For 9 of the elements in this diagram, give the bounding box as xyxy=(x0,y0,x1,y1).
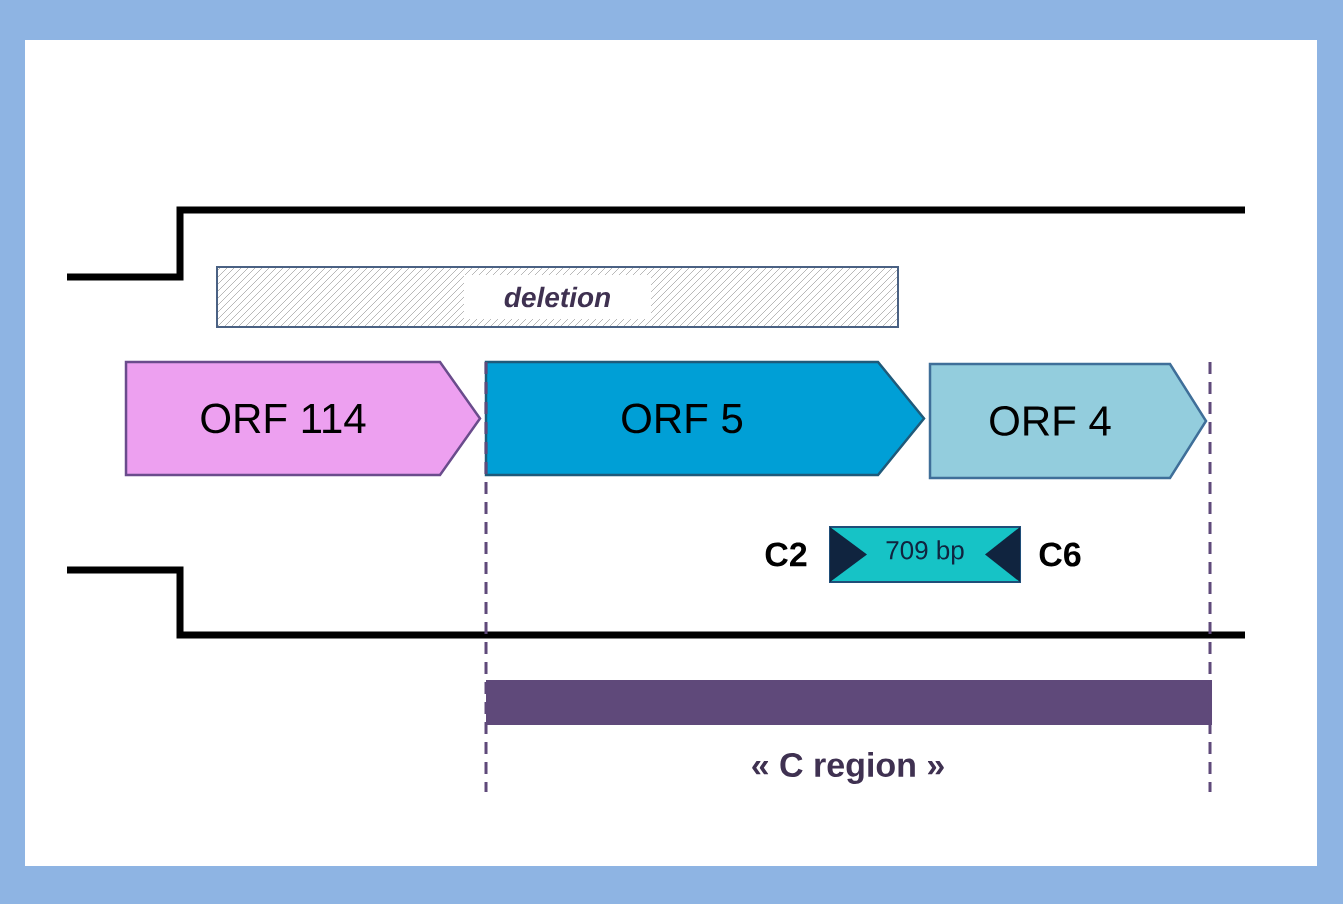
primer-label: C2 xyxy=(765,542,807,567)
primer-label: C6 xyxy=(1039,542,1081,567)
region-bar: « C region » xyxy=(486,680,1212,784)
gene-box: ORF 5 xyxy=(484,360,926,477)
deletion-box: deletion xyxy=(216,266,899,328)
gene-box: ORF 114 xyxy=(124,360,482,477)
node-label: « C region » xyxy=(752,752,944,784)
gene-box: ORF 4 xyxy=(928,362,1208,480)
amplicon-box: 709 bp xyxy=(829,526,1021,583)
